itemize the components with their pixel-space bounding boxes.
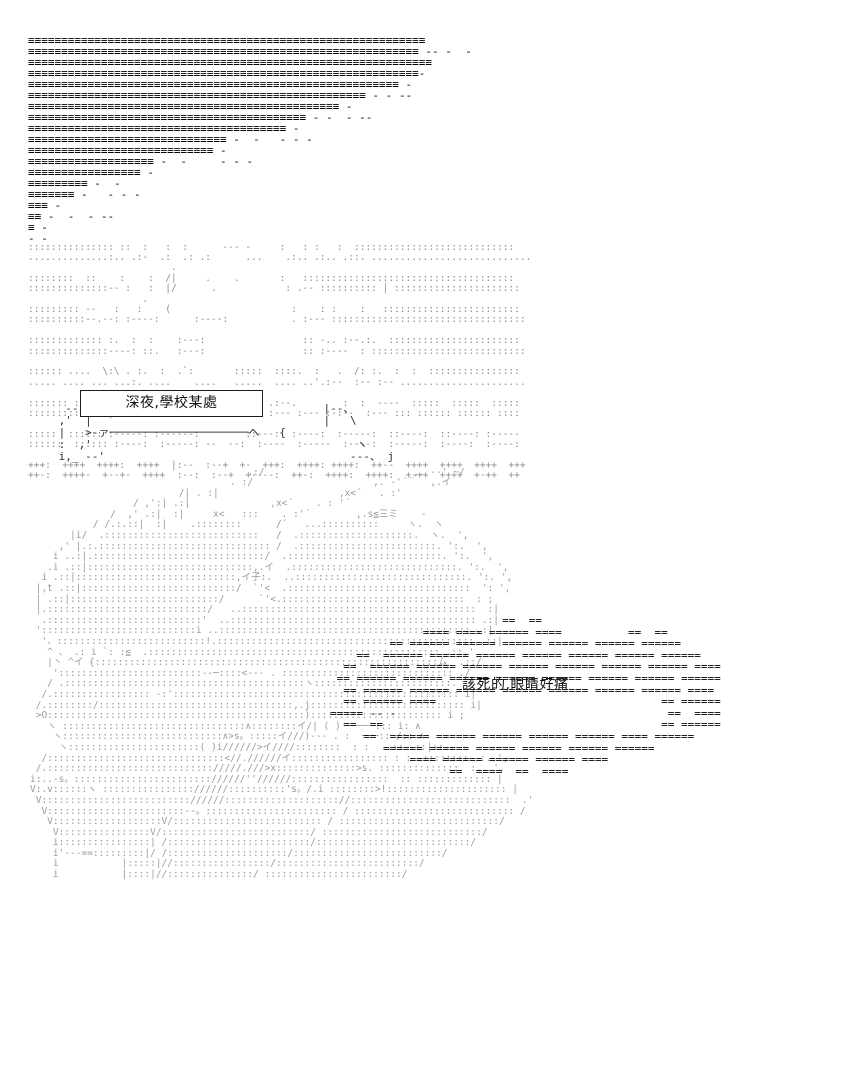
night-sky-band: ≡≡≡≡≡≡≡≡≡≡≡≡≡≡≡≡≡≡≡≡≡≡≡≡≡≡≡≡≡≡≡≡≡≡≡≡≡≡≡≡… <box>28 34 472 245</box>
speech-balloon-art: == == ==== ==== ====== ==== == == == ===… <box>330 614 721 778</box>
moon-in-clouds-band: ::::::::::::::: :: : : : --- - : : : : :… <box>28 241 532 482</box>
caption-bracket-art: --| |--、 ,' | | \ | >-ァ─────────────────… <box>58 402 395 463</box>
dialogue-text: 該死的,眼睛好痛 <box>462 677 569 693</box>
caption-box <box>80 390 263 417</box>
caption-text: 深夜,學校某處 <box>125 395 218 411</box>
character-ascii-art: .:/ _,. -‐' ~/ . :/ ,. ‐'´ ,.イ /| . :| ,… <box>30 466 534 881</box>
